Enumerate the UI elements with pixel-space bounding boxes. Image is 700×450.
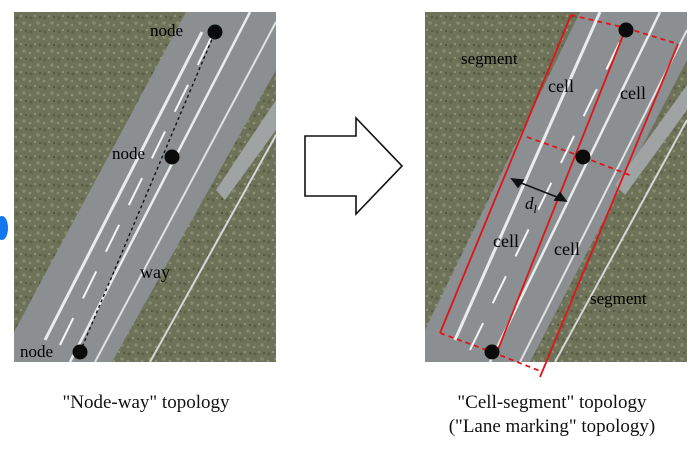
cell-label-upper-left: cell: [548, 76, 574, 96]
left-caption: "Node-way" topology: [62, 392, 230, 413]
node-label-bottom: node: [20, 342, 53, 361]
node-marker-top: [207, 24, 223, 40]
node-marker-middle-right: [575, 149, 591, 165]
node-marker-bottom: [72, 344, 88, 360]
way-line: [79, 31, 216, 353]
lane-width-measure: [510, 178, 568, 202]
accent-dot: [0, 216, 8, 240]
segment-label-top: segment: [461, 49, 518, 68]
segment-outline: [439, 14, 679, 378]
segment-label-bottom: segment: [590, 289, 647, 308]
right-aerial-image: [425, 12, 687, 362]
node-marker-bottom-right: [484, 344, 500, 360]
right-caption-line1: "Cell-segment" topology: [457, 392, 647, 413]
node-label-middle: node: [112, 144, 145, 163]
cell-label-upper-right: cell: [620, 83, 646, 103]
node-label-top: node: [150, 21, 183, 40]
left-aerial-image: [14, 12, 276, 362]
cell-label-lower-right: cell: [554, 239, 580, 259]
node-marker-top-right: [618, 22, 634, 38]
hollow-right-arrow-icon: [304, 116, 404, 216]
width-symbol: dl: [525, 194, 538, 216]
right-caption-line2: ("Lane marking" topology): [448, 416, 656, 437]
way-label: way: [140, 262, 170, 282]
cell-label-lower-left: cell: [493, 231, 519, 251]
node-marker-middle: [164, 149, 180, 165]
